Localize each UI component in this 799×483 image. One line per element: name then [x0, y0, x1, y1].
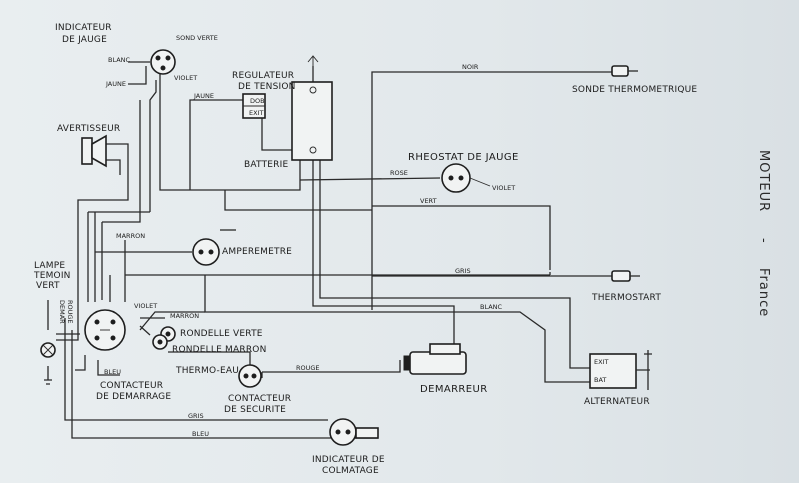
- label-thermostart: THERMOSTART: [591, 293, 661, 303]
- label-gauge-rheostat: RHEOSTAT DE JAUGE: [408, 152, 519, 163]
- label-safety-switch-1: CONTACTEUR: [228, 394, 291, 404]
- side-caption: MOTEUR - France: [756, 150, 771, 317]
- wire-label-blanc-gauge: BLANC: [108, 56, 131, 64]
- starter-motor: [403, 343, 467, 375]
- horn-icon: [81, 134, 107, 168]
- label-warning-lamp-2: TEMOIN: [33, 271, 71, 281]
- battery: [291, 55, 333, 161]
- label-regulator-pin-exit: EXIT: [249, 109, 263, 117]
- brown-washer: [152, 334, 168, 350]
- voltage-regulator: [242, 93, 266, 119]
- wire-label-gris-thermo: GRIS: [455, 267, 471, 275]
- label-probe-green: SOND VERTE: [176, 34, 218, 42]
- thermo-probe: [611, 65, 638, 77]
- label-horn: AVERTISSEUR: [57, 124, 120, 134]
- label-ignition-switch-2: DE DEMARRAGE: [96, 392, 171, 402]
- label-clog-indicator-2: COLMATAGE: [322, 466, 379, 476]
- label-fuel-gauge-1: INDICATEUR: [55, 23, 112, 33]
- label-alternator: ALTERNATEUR: [584, 397, 650, 407]
- wire-label-gris-bottom: GRIS: [188, 412, 204, 420]
- component-labels: INDICATEUR DE JAUGE SOND VERTE REGULATEU…: [33, 23, 697, 476]
- label-thermo-water: THERMO-EAU: [175, 366, 239, 376]
- label-regulator-1: REGULATEUR: [232, 71, 294, 81]
- label-clog-indicator-1: INDICATEUR DE: [312, 455, 385, 465]
- label-fuel-gauge-2: DE JAUGE: [62, 35, 107, 45]
- side-separator: -: [756, 238, 771, 244]
- side-subtitle: France: [756, 268, 771, 317]
- wire-label-rouge: ROUGE: [296, 364, 320, 372]
- clog-indicator: [329, 418, 379, 446]
- label-starter: DEMARREUR: [420, 384, 488, 395]
- label-thermo-probe: SONDE THERMOMETRIQUE: [572, 85, 697, 95]
- wire-label-noir: NOIR: [462, 63, 479, 71]
- alternator: [589, 350, 652, 390]
- fuel-gauge-indicator: [150, 49, 176, 75]
- label-warning-lamp-3: VERT: [36, 281, 60, 291]
- side-title: MOTEUR: [756, 150, 771, 212]
- wire-label-bleu-bottom: BLEU: [192, 430, 209, 438]
- label-brown-washer: RONDELLE MARRON: [172, 345, 267, 355]
- wire-label-vert: VERT: [420, 197, 437, 205]
- label-alternator-pin-exit: EXIT: [594, 358, 608, 366]
- wire-label-violet-rheo: VIOLET: [492, 184, 515, 192]
- wire-label-marron: MARRON: [116, 232, 145, 240]
- wire-label-jaune-gauge: JAUNE: [105, 80, 126, 88]
- label-green-washer: RONDELLE VERTE: [180, 329, 263, 339]
- label-ammeter: AMPEREMETRE: [222, 247, 292, 257]
- label-safety-switch-2: DE SECURITE: [224, 405, 286, 415]
- ammeter: [192, 238, 220, 266]
- warning-lamp: [40, 342, 56, 385]
- wire-label-violet-switch: VIOLET: [134, 302, 157, 310]
- wire-label-blanc-starter: BLANC: [480, 303, 503, 311]
- gauge-rheostat: [441, 163, 491, 193]
- label-alternator-pin-bat: BAT: [594, 376, 606, 384]
- label-battery: BATTERIE: [244, 160, 288, 170]
- wire-label-rose: ROSE: [390, 169, 408, 177]
- wiring-harness: [47, 61, 612, 439]
- wire-label-marron-switch: MARRON: [170, 312, 199, 320]
- wire-label-bleu-switch: BLEU: [104, 368, 121, 376]
- label-ignition-switch-1: CONTACTEUR: [100, 381, 163, 391]
- wire-label-jaune-reg: JAUNE: [193, 92, 214, 100]
- label-regulator-pin-dob: DOB: [250, 97, 265, 105]
- thermostart: [611, 270, 640, 282]
- label-lamp-tag-1: DEMAR: [58, 300, 66, 324]
- label-lamp-tag-2: ROUGE: [66, 300, 74, 324]
- ignition-switch: [84, 309, 126, 351]
- wire-color-labels: BLANC JAUNE VIOLET JAUNE NOIR ROSE VIOLE…: [104, 56, 515, 438]
- label-warning-lamp-1: LAMPE: [34, 261, 65, 271]
- wire-label-violet-gauge: VIOLET: [174, 74, 197, 82]
- safety-switch: [238, 364, 262, 388]
- label-regulator-2: DE TENSION: [238, 82, 296, 92]
